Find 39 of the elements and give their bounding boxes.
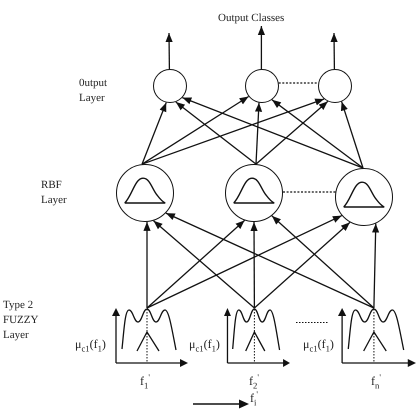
arrow	[175, 101, 256, 165]
arrow	[254, 102, 262, 164]
arrow	[142, 96, 249, 165]
output-neuron	[318, 69, 352, 103]
arrow	[340, 101, 364, 168]
arrow	[166, 212, 374, 309]
dotted-line	[278, 82, 318, 84]
axis-label: μ$_{c1}$(f$_{1}$)	[303, 337, 334, 353]
rbf-neuron	[225, 164, 283, 222]
arrow	[250, 222, 258, 308]
arrow	[272, 99, 364, 169]
axis-label: μ$_{c1}$(f$_{1}$)	[75, 337, 106, 353]
rbf-neuron	[335, 168, 393, 226]
output-neuron	[245, 69, 279, 103]
output-neuron	[153, 69, 187, 103]
layer-label: RBF Layer	[41, 178, 68, 208]
dotted-line	[283, 191, 336, 193]
arrow	[143, 222, 151, 308]
layer-label: 0utput Layer	[79, 76, 108, 106]
layer-label: Type 2 FUZZY Layer	[3, 298, 40, 343]
arrow	[142, 98, 324, 165]
arrow	[153, 220, 255, 308]
membership-function-plot	[338, 308, 416, 368]
arrow	[372, 223, 380, 308]
arrow	[141, 102, 167, 164]
arrow	[256, 100, 328, 165]
axis-label: μ$_{c1}$(f$_{1}$)	[189, 337, 220, 353]
arrow	[146, 215, 342, 309]
arrow	[182, 97, 364, 169]
arrow	[330, 33, 338, 69]
membership-function-plot	[112, 308, 188, 368]
arrow	[146, 220, 246, 308]
arrow	[166, 33, 173, 69]
heading-text: Output Classes	[218, 11, 284, 26]
rbf-neuron	[116, 164, 174, 222]
membership-function-plot	[224, 308, 290, 368]
arrow	[271, 215, 374, 308]
arrow	[254, 222, 350, 308]
arrow	[258, 26, 265, 69]
